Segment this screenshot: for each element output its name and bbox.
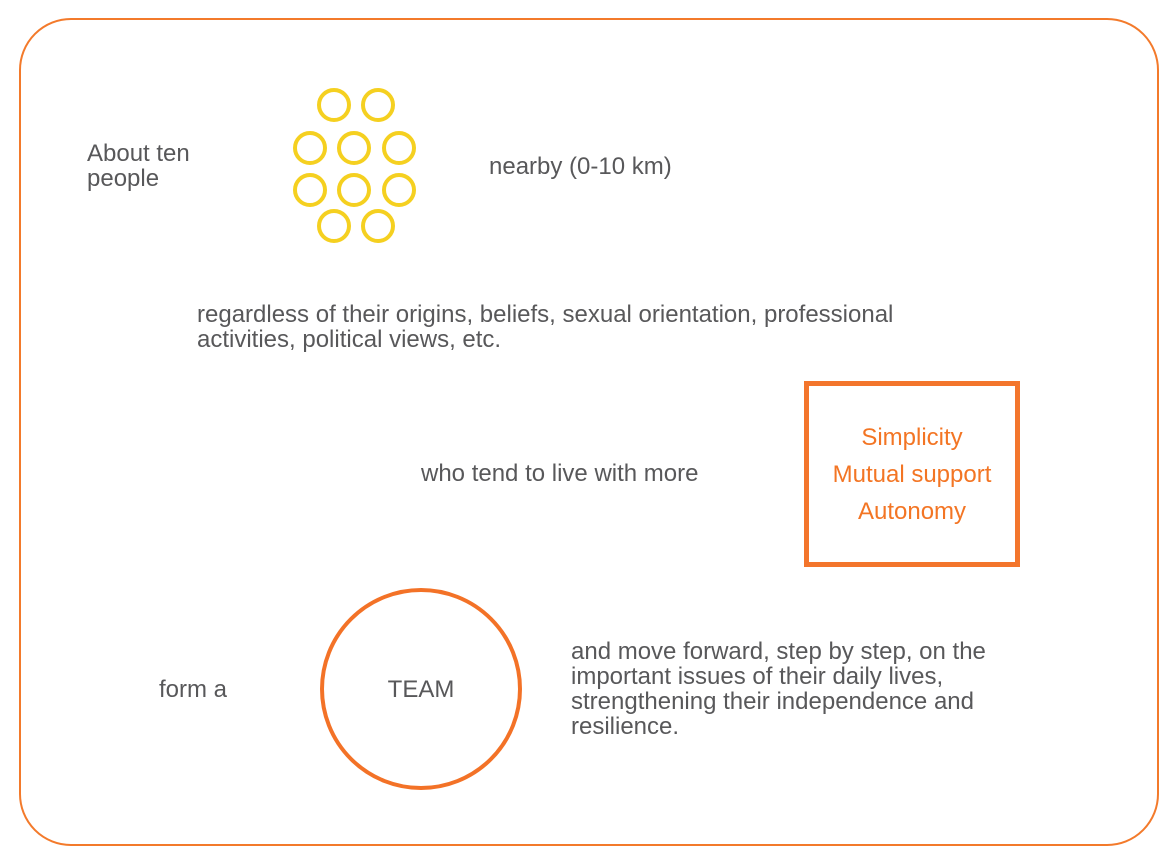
person-icon — [361, 209, 395, 243]
group-size-label: About ten people — [87, 140, 190, 192]
value-item: Mutual support — [832, 460, 992, 488]
diagram-frame — [19, 18, 1159, 846]
value-item: Autonomy — [857, 497, 967, 525]
person-icon — [317, 88, 351, 122]
value-item: Simplicity — [861, 423, 963, 451]
person-icon — [317, 209, 351, 243]
distance-label: nearby (0-10 km) — [489, 153, 672, 180]
team-label: TEAM — [387, 676, 455, 703]
team-description: and move forward, step by step, on the i… — [571, 638, 986, 740]
person-icon — [361, 88, 395, 122]
team-lead-text: form a — [159, 676, 228, 703]
diversity-text: regardless of their origins, beliefs, se… — [197, 301, 894, 353]
person-icon — [337, 173, 371, 207]
values-box: Simplicity Mutual support Autonomy — [804, 381, 1020, 567]
person-icon — [382, 173, 416, 207]
person-icon — [337, 131, 371, 165]
person-icon — [382, 131, 416, 165]
person-icon — [293, 173, 327, 207]
person-icon — [293, 131, 327, 165]
values-lead-text: who tend to live with more — [421, 460, 699, 487]
